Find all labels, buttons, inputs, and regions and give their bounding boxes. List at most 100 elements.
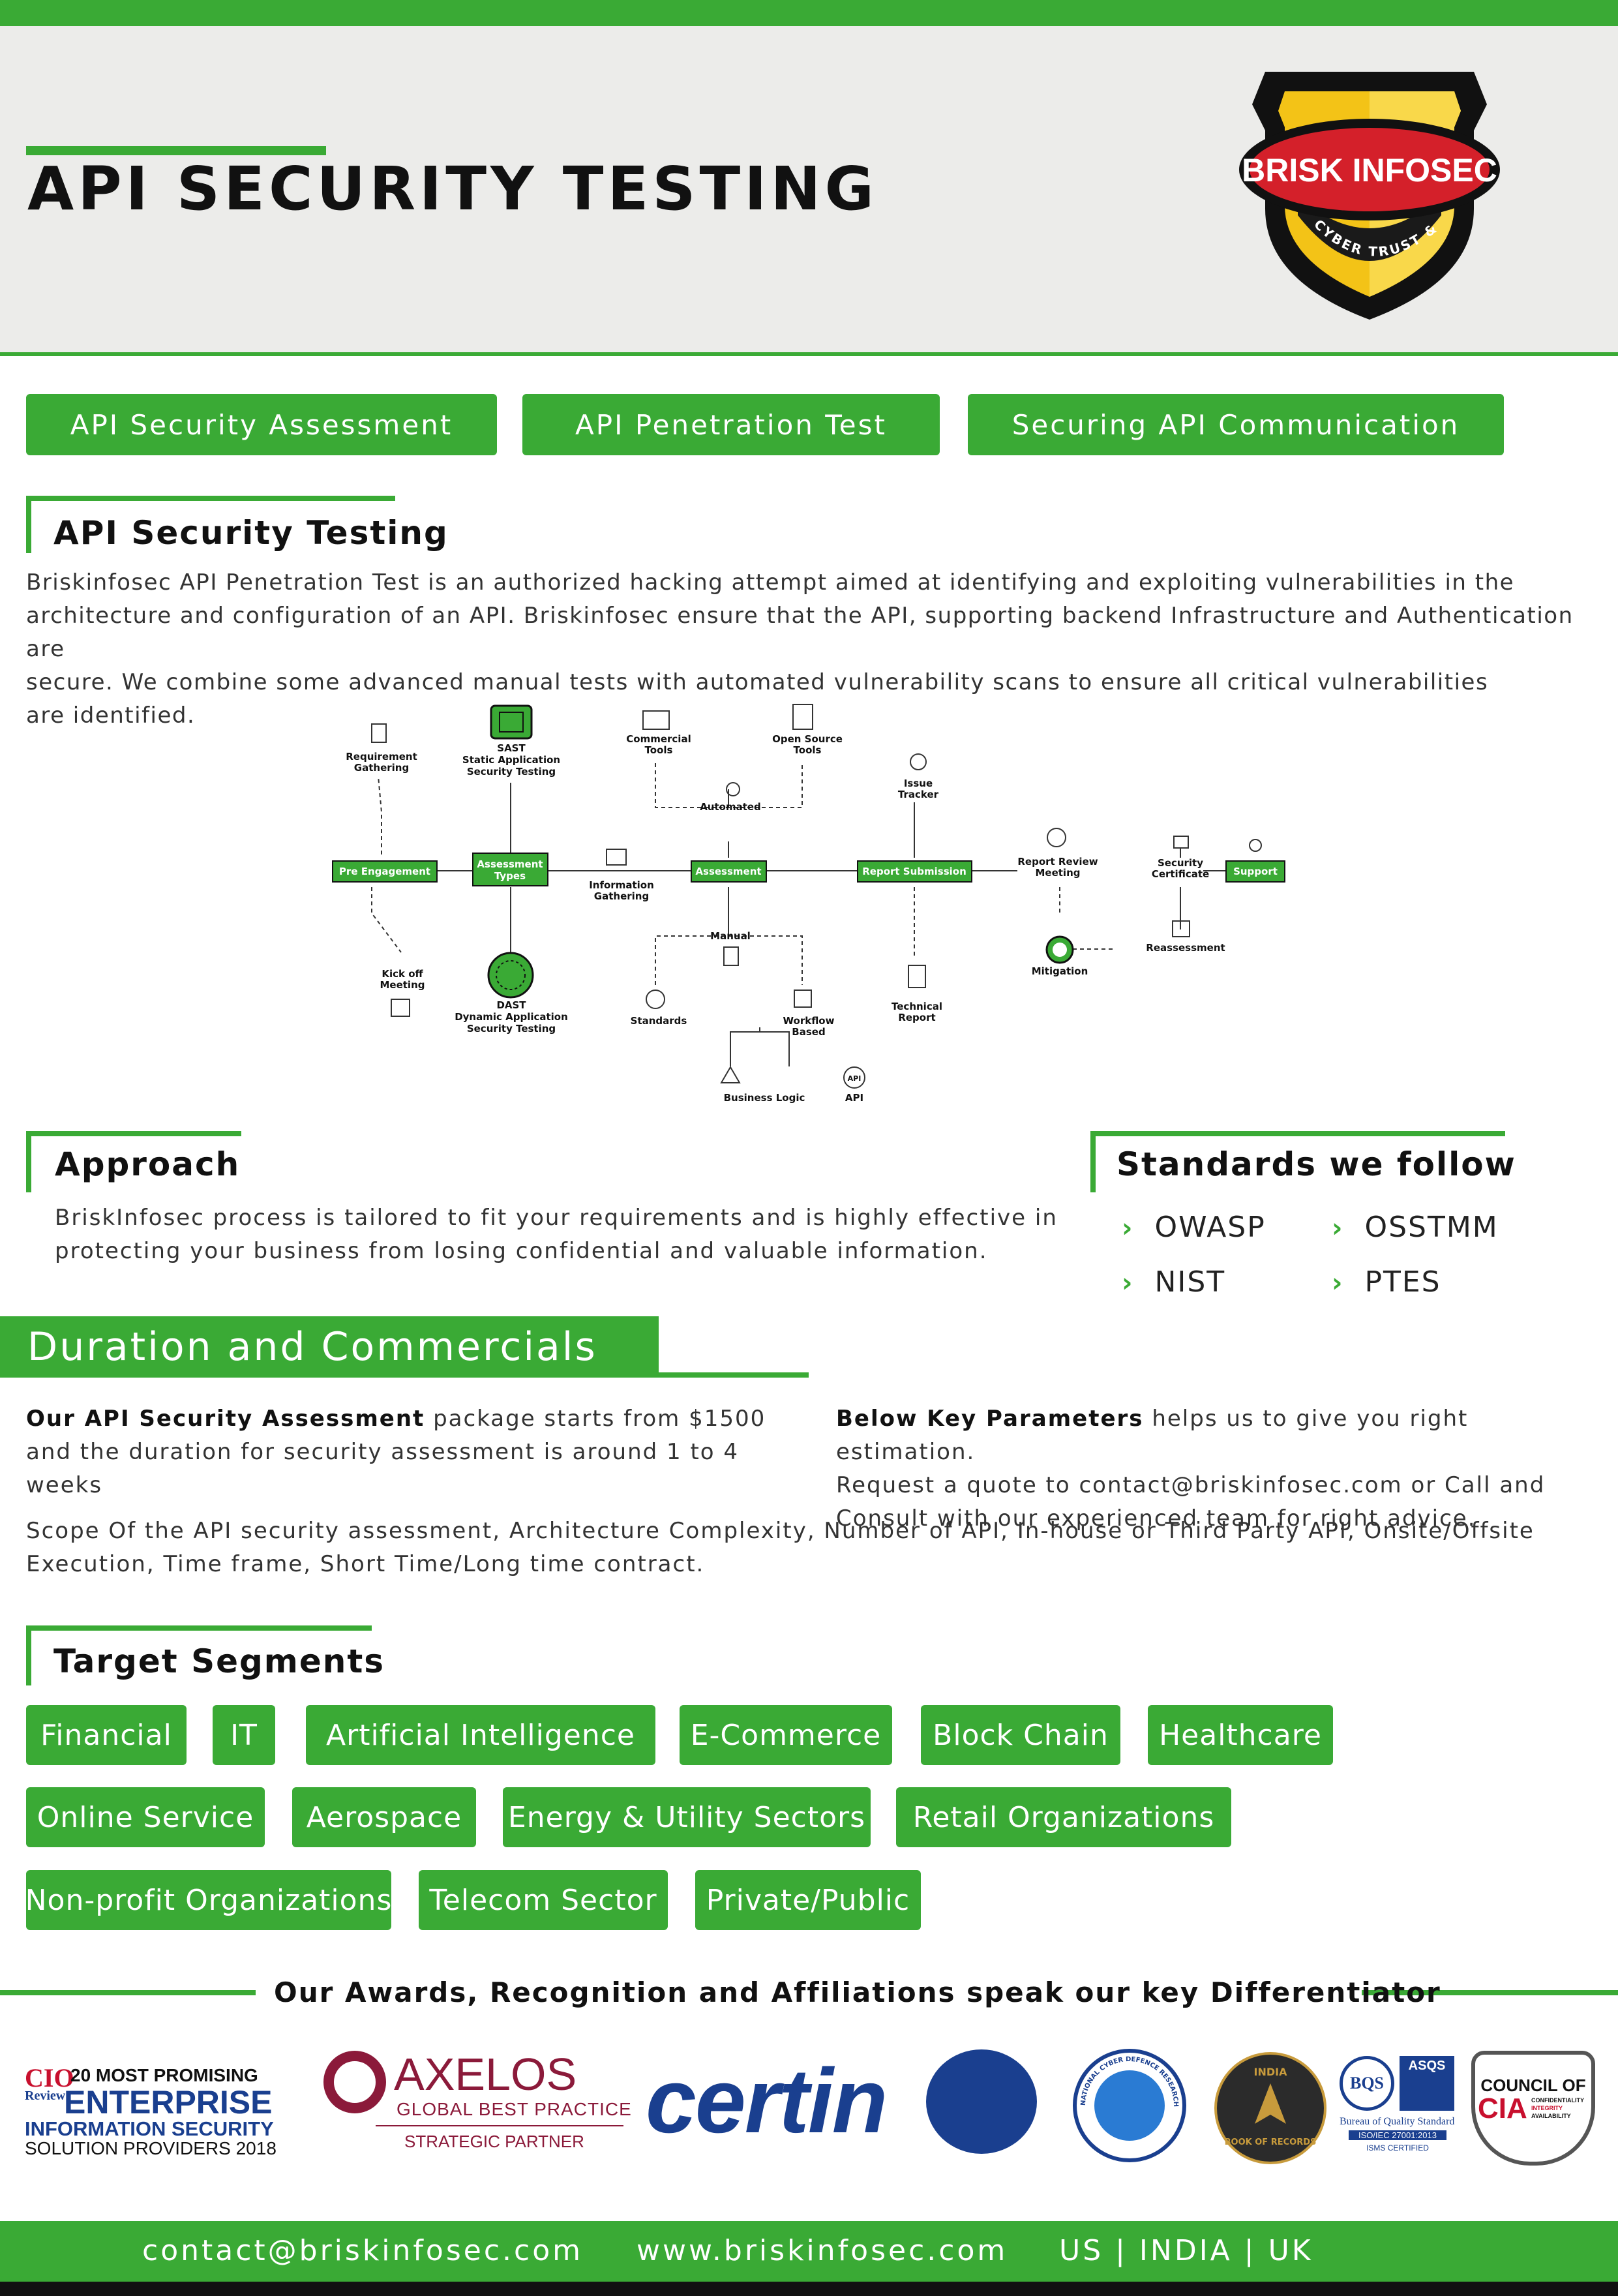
svg-text:Report Submission: Report Submission: [862, 866, 966, 877]
svg-text:Report Review: Report Review: [1017, 856, 1098, 868]
svg-text:Automated: Automated: [700, 801, 761, 813]
svg-text:Gathering: Gathering: [594, 890, 649, 902]
segment-private-public[interactable]: Private/Public: [695, 1870, 921, 1930]
svg-text:Support: Support: [1233, 866, 1278, 877]
svg-text:Standards: Standards: [631, 1015, 687, 1027]
footer-website-link[interactable]: www.briskinfosec.com: [637, 2234, 1008, 2267]
scope-paragraph: Scope Of the API security assessment, Ar…: [26, 1518, 1535, 1577]
logo-name: BRISK INFOSEC: [1242, 152, 1497, 189]
calendar-icon: [391, 999, 410, 1017]
approach-heading-bracket: [26, 1131, 241, 1192]
segment-online-service[interactable]: Online Service: [26, 1787, 265, 1847]
svg-text:Report: Report: [898, 1012, 935, 1023]
segment-it[interactable]: IT: [213, 1705, 275, 1765]
segment-artificial-intelligence[interactable]: Artificial Intelligence: [306, 1705, 655, 1765]
intro-heading-bracket: [26, 496, 395, 553]
tab-api-security-assessment[interactable]: API Security Assessment: [26, 394, 497, 455]
segment-financial[interactable]: Financial: [26, 1705, 187, 1765]
svg-text:Meeting: Meeting: [1035, 867, 1080, 879]
standard-item-nist: › NIST: [1122, 1265, 1226, 1299]
chevron-right-icon: ›: [1122, 1268, 1134, 1298]
segments-heading-bracket: [26, 1625, 372, 1685]
folder-icon: [642, 710, 670, 730]
svg-text:Workflow: Workflow: [783, 1015, 835, 1027]
svg-text:Issue: Issue: [904, 778, 933, 789]
segment-e-commerce[interactable]: E-Commerce: [680, 1705, 892, 1765]
segment-non-profit[interactable]: Non-profit Organizations: [25, 1870, 391, 1930]
tab-api-penetration-test[interactable]: API Penetration Test: [522, 394, 940, 455]
svg-text:Security: Security: [1158, 857, 1203, 869]
standard-item-osstmm: › OSSTMM: [1332, 1211, 1499, 1244]
standards-heading-bracket: [1090, 1131, 1505, 1192]
duration-banner-line: [659, 1372, 809, 1378]
segment-block-chain[interactable]: Block Chain: [921, 1705, 1120, 1765]
footer-bar: [0, 2221, 1618, 2282]
chevron-right-icon: ›: [1332, 1213, 1344, 1243]
assessment-types-box: [472, 853, 548, 886]
awards-heading: Our Awards, Recognition and Affiliations…: [274, 1976, 1441, 2008]
chevron-right-icon: ›: [1332, 1268, 1344, 1298]
footer-regions: US | INDIA | UK: [1059, 2234, 1313, 2267]
svg-text:Security Testing: Security Testing: [467, 766, 556, 778]
gear-icon: [726, 782, 740, 796]
awards-line-right: [1362, 1990, 1618, 1995]
certificate-icon: [1173, 836, 1189, 849]
axelos-mark-icon: [323, 2051, 386, 2113]
process-diagram: Pre Engagement Assessment Types Assessme…: [332, 704, 1285, 1104]
duration-banner: [0, 1316, 659, 1378]
workflow-icon: [794, 989, 812, 1008]
svg-text:Manual: Manual: [710, 930, 751, 942]
svg-text:Technical: Technical: [891, 1001, 942, 1012]
approach-paragraph: BriskInfosec process is tailored to fit …: [55, 1205, 1058, 1264]
duration-right-paragraph: Below Key Parameters helps us to give yo…: [836, 1406, 1546, 1532]
team-icon: [1047, 828, 1066, 847]
svg-text:DAST: DAST: [496, 999, 526, 1011]
svg-text:Static Application: Static Application: [462, 754, 560, 766]
standard-item-ptes: › PTES: [1332, 1265, 1441, 1299]
svg-text:Certificate: Certificate: [1152, 868, 1209, 880]
svg-text:Gathering: Gathering: [354, 762, 409, 774]
svg-text:API: API: [848, 1074, 861, 1083]
code-file-icon: [792, 704, 813, 730]
bqs-certification: BQS ASQS Bureau of Quality Standard ISO/…: [1340, 2056, 1457, 2164]
segment-retail-organizations[interactable]: Retail Organizations: [896, 1787, 1231, 1847]
standard-item-owasp: › OWASP: [1122, 1211, 1266, 1244]
svg-text:Business Logic: Business Logic: [724, 1092, 805, 1104]
certin-logo: certin: [646, 2043, 1043, 2160]
standards-heading: Standards we follow: [1116, 1145, 1516, 1183]
segment-telecom-sector[interactable]: Telecom Sector: [419, 1870, 668, 1930]
top-accent-bar: [0, 0, 1618, 26]
standards-icon: [646, 989, 665, 1009]
svg-text:Tools: Tools: [645, 744, 673, 756]
segment-energy-utility[interactable]: Energy & Utility Sectors: [503, 1787, 871, 1847]
reassessment-icon: [1172, 920, 1190, 937]
segment-healthcare[interactable]: Healthcare: [1148, 1705, 1333, 1765]
page-title: API SECURITY TESTING: [27, 154, 878, 224]
svg-text:Mitigation: Mitigation: [1032, 965, 1088, 977]
svg-text:Pre Engagement: Pre Engagement: [339, 866, 430, 877]
footer-email-link[interactable]: contact@briskinfosec.com: [142, 2234, 583, 2267]
svg-text:Types: Types: [494, 870, 526, 882]
svg-text:Information: Information: [589, 879, 654, 891]
awards-line-left: [0, 1990, 256, 1995]
svg-text:Based: Based: [792, 1026, 825, 1038]
report-chart-icon: [908, 965, 926, 988]
support-box: [1225, 860, 1285, 883]
svg-text:Assessment: Assessment: [477, 858, 543, 870]
cio-review-award: CIO Review 20 MOST PROMISING ENTERPRISE …: [25, 2063, 277, 2158]
inbox-icon: [606, 849, 627, 866]
assessment-box: [691, 860, 767, 883]
svg-text:Requirement: Requirement: [346, 751, 417, 763]
segment-aerospace[interactable]: Aerospace: [292, 1787, 476, 1847]
council-of-cia-logo: COUNCIL OF CIA CONFIDENTIALITY INTEGRITY…: [1471, 2051, 1595, 2166]
tab-securing-api-communication[interactable]: Securing API Communication: [968, 394, 1504, 455]
svg-text:Kick off: Kick off: [382, 968, 423, 980]
svg-text:Commercial: Commercial: [626, 733, 691, 745]
svg-text:Tools: Tools: [794, 744, 822, 756]
intro-heading: API Security Testing: [53, 514, 449, 552]
title-accent-rule: [26, 146, 326, 155]
svg-text:SAST: SAST: [497, 742, 526, 754]
approach-heading: Approach: [55, 1145, 241, 1183]
duration-left-paragraph: Our API Security Assessment package star…: [26, 1406, 766, 1498]
ncdrc-seal: NATIONAL CYBER DEFENCE RESEARCH CENTRE: [1072, 2048, 1186, 2162]
